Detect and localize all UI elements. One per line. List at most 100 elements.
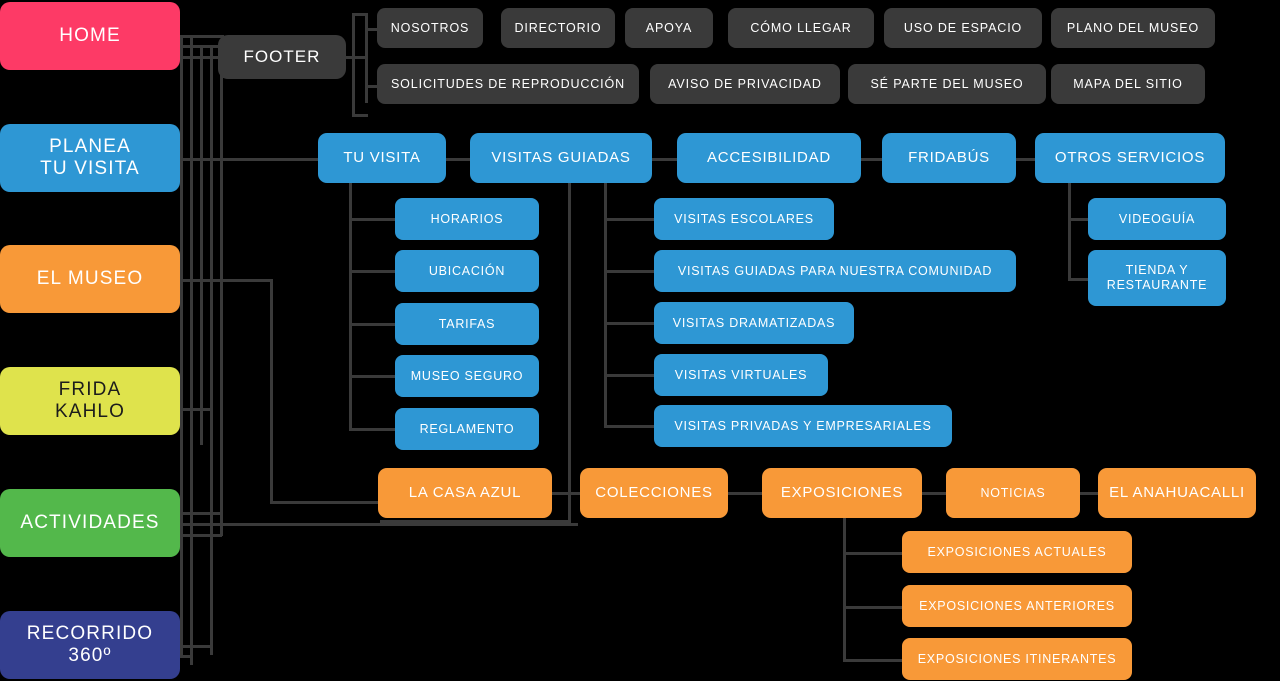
connector xyxy=(178,645,212,648)
subnode-label: REGLAMENTO xyxy=(419,421,515,436)
connector xyxy=(604,270,656,273)
subnode-label: UBICACIÓN xyxy=(428,263,506,278)
orange-node-colecciones[interactable]: COLECCIONES xyxy=(580,468,728,518)
subnode-visitas-escolares[interactable]: VISITAS ESCOLARES xyxy=(654,198,834,240)
footer-item-directorio[interactable]: DIRECTORIO xyxy=(501,8,615,48)
connector xyxy=(349,218,397,221)
orange-node-label: NOTICIAS xyxy=(980,485,1046,500)
connector xyxy=(1068,218,1090,221)
orange-node-la-casa-azul[interactable]: LA CASA AZUL xyxy=(378,468,552,518)
connector xyxy=(920,492,948,495)
footer-item-label: PLANO DEL MUSEO xyxy=(1066,20,1200,35)
subnode-exposiciones-anteriores[interactable]: EXPOSICIONES ANTERIORES xyxy=(902,585,1132,627)
subnode-label: EXPOSICIONES ACTUALES xyxy=(927,544,1107,559)
subnode-label: VISITAS PRIVADAS Y EMPRESARIALES xyxy=(674,418,932,433)
subnode-visitas-guiadas-para-nuestra-comunidad[interactable]: VISITAS GUIADAS PARA NUESTRA COMUNIDAD xyxy=(654,250,1016,292)
subnode-museo-seguro[interactable]: MUSEO SEGURO xyxy=(395,355,539,397)
connector xyxy=(178,408,212,411)
connector xyxy=(550,492,582,495)
nav-node-label: TU VISITA xyxy=(343,149,421,167)
footer-item-mapa-del-sitio[interactable]: MAPA DEL SITIO xyxy=(1051,64,1205,104)
connector xyxy=(443,158,473,161)
primary-node-planea-tu-visita[interactable]: PLANEA TU VISITA xyxy=(0,124,180,192)
primary-node-frida-kahlo[interactable]: FRIDA KAHLO xyxy=(0,367,180,435)
nav-node-visitas-guiadas[interactable]: VISITAS GUIADAS xyxy=(470,133,652,183)
connector xyxy=(365,13,368,103)
primary-node-recorrido-360[interactable]: RECORRIDO 360º xyxy=(0,611,180,679)
connector xyxy=(178,512,222,515)
connector xyxy=(178,523,578,526)
footer-item-label: APOYA xyxy=(645,20,693,35)
footer-item-uso-de-espacio[interactable]: USO DE ESPACIO xyxy=(884,8,1042,48)
subnode-horarios[interactable]: HORARIOS xyxy=(395,198,539,240)
connector xyxy=(726,492,764,495)
nav-node-label: OTROS SERVICIOS xyxy=(1054,149,1206,167)
connector xyxy=(843,552,905,555)
connector xyxy=(178,534,222,537)
subnode-exposiciones-itinerantes[interactable]: EXPOSICIONES ITINERANTES xyxy=(902,638,1132,680)
nav-node-label: FRIDABÚS xyxy=(908,149,990,167)
footer-item-aviso-de-privacidad[interactable]: AVISO DE PRIVACIDAD xyxy=(650,64,840,104)
primary-node-actividades[interactable]: ACTIVIDADES xyxy=(0,489,180,557)
footer-item-como-llegar[interactable]: CÓMO LLEGAR xyxy=(728,8,874,48)
connector xyxy=(352,13,355,117)
connector xyxy=(365,28,379,31)
connector xyxy=(1068,278,1090,281)
footer-item-nosotros[interactable]: NOSOTROS xyxy=(377,8,483,48)
footer-item-apoya[interactable]: APOYA xyxy=(625,8,713,48)
subnode-label: VISITAS GUIADAS PARA NUESTRA COMUNIDAD xyxy=(677,263,993,278)
subnode-visitas-privadas-y-empresariales[interactable]: VISITAS PRIVADAS Y EMPRESARIALES xyxy=(654,405,952,447)
connector xyxy=(349,270,397,273)
nav-node-label: VISITAS GUIADAS xyxy=(491,149,631,167)
orange-node-label: EXPOSICIONES xyxy=(780,484,904,502)
subnode-reglamento[interactable]: REGLAMENTO xyxy=(395,408,539,450)
nav-node-tu-visita[interactable]: TU VISITA xyxy=(318,133,446,183)
connector xyxy=(380,520,570,523)
footer-item-plano-del-museo[interactable]: PLANO DEL MUSEO xyxy=(1051,8,1215,48)
connector xyxy=(604,218,656,221)
footer-item-solicitudes-de-reproduccion[interactable]: SOLICITUDES DE REPRODUCCIÓN xyxy=(377,64,639,104)
connector xyxy=(352,114,368,117)
connector xyxy=(604,183,607,428)
footer-node[interactable]: FOOTER xyxy=(218,35,346,79)
orange-node-el-anahuacalli[interactable]: EL ANAHUACALLI xyxy=(1098,468,1256,518)
footer-item-label: CÓMO LLEGAR xyxy=(750,20,852,35)
primary-node-frida-kahlo-label: FRIDA KAHLO xyxy=(54,378,126,422)
nav-node-fridabus[interactable]: FRIDABÚS xyxy=(882,133,1016,183)
footer-item-label: SOLICITUDES DE REPRODUCCIÓN xyxy=(390,76,626,91)
primary-node-recorrido-360-label: RECORRIDO 360º xyxy=(26,622,154,666)
connector xyxy=(365,85,379,88)
connector xyxy=(345,56,367,59)
subnode-label: VISITAS VIRTUALES xyxy=(674,367,808,382)
subnode-ubicacion[interactable]: UBICACIÓN xyxy=(395,250,539,292)
connector xyxy=(604,374,656,377)
footer-item-label: USO DE ESPACIO xyxy=(903,20,1023,35)
subnode-visitas-virtuales[interactable]: VISITAS VIRTUALES xyxy=(654,354,828,396)
subnode-visitas-dramatizadas[interactable]: VISITAS DRAMATIZADAS xyxy=(654,302,854,344)
primary-node-el-museo[interactable]: EL MUSEO xyxy=(0,245,180,313)
nav-node-accesibilidad[interactable]: ACCESIBILIDAD xyxy=(677,133,861,183)
connector xyxy=(568,183,571,523)
subnode-tienda-y-restaurante[interactable]: TIENDA Y RESTAURANTE xyxy=(1088,250,1226,306)
footer-item-se-parte-del-museo[interactable]: SÉ PARTE DEL MUSEO xyxy=(848,64,1046,104)
subnode-label: TIENDA Y RESTAURANTE xyxy=(1106,263,1208,292)
footer-item-label: MAPA DEL SITIO xyxy=(1073,76,1183,91)
orange-node-exposiciones[interactable]: EXPOSICIONES xyxy=(762,468,922,518)
orange-node-label: LA CASA AZUL xyxy=(408,484,522,502)
primary-node-home[interactable]: HOME xyxy=(0,2,180,70)
subnode-exposiciones-actuales[interactable]: EXPOSICIONES ACTUALES xyxy=(902,531,1132,573)
nav-node-otros-servicios[interactable]: OTROS SERVICIOS xyxy=(1035,133,1225,183)
subnode-label: HORARIOS xyxy=(430,211,504,226)
connector xyxy=(178,35,224,38)
primary-node-planea-tu-visita-label: PLANEA TU VISITA xyxy=(40,135,140,179)
orange-node-noticias[interactable]: NOTICIAS xyxy=(946,468,1080,518)
connector xyxy=(349,375,397,378)
subnode-videoguia[interactable]: VIDEOGUÍA xyxy=(1088,198,1226,240)
subnode-tarifas[interactable]: TARIFAS xyxy=(395,303,539,345)
orange-node-label: EL ANAHUACALLI xyxy=(1109,484,1245,502)
connector xyxy=(210,45,213,655)
connector xyxy=(178,158,328,161)
connector xyxy=(270,501,382,504)
connector xyxy=(190,35,193,665)
